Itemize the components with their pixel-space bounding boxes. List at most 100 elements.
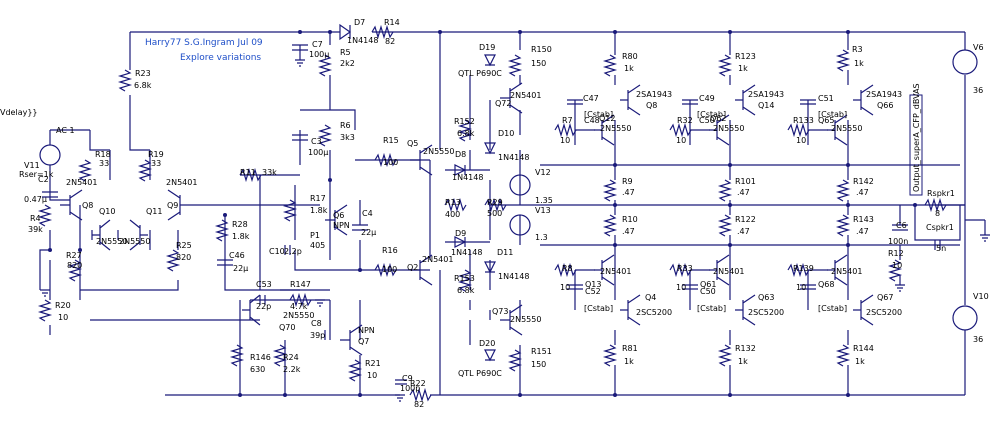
- label-qtl1: QTL P690C: [458, 69, 502, 78]
- label-q6: Q6: [333, 211, 344, 220]
- label-p1v: 405: [310, 241, 325, 250]
- label-r150: R150: [531, 45, 552, 54]
- label-r14: R14: [384, 18, 400, 27]
- label-d11t: 1N4148: [498, 272, 529, 281]
- label-q70: Q70: [279, 323, 295, 332]
- label-r6v: 3k3: [340, 133, 355, 142]
- label-r144: R144: [853, 344, 874, 353]
- label-v6v: 36: [973, 86, 983, 95]
- label-r3: R3: [852, 45, 863, 54]
- label-cstab5: [Cstab]: [818, 110, 847, 119]
- label-c3: C3: [311, 137, 322, 146]
- label-r133v: 10: [796, 136, 806, 145]
- label-r153: R153: [454, 274, 475, 283]
- label-r151: R151: [531, 347, 552, 356]
- label-r33: R33: [677, 264, 693, 273]
- label-r24v: 2.2k: [283, 365, 301, 374]
- label-r152: R152: [454, 117, 475, 126]
- subtitle-note: Explore variations: [180, 53, 261, 63]
- label-q7: Q7: [358, 337, 369, 346]
- label-c50b: C50: [700, 287, 716, 296]
- label-rspkrv: 8: [935, 209, 940, 218]
- label-q62t: 2N5550: [713, 124, 744, 133]
- label-r13: R13: [445, 198, 461, 207]
- label-q2t: 2N5401: [422, 255, 453, 264]
- label-q61t: 2N5401: [713, 267, 744, 276]
- label-c46v: 22µ: [233, 264, 248, 273]
- label-d9t: 1N4148: [451, 248, 482, 257]
- label-r17v: 1.8k: [310, 206, 328, 215]
- label-r12: R12: [888, 249, 904, 258]
- label-d11: D11: [497, 248, 513, 257]
- label-q73: Q73: [492, 307, 508, 316]
- label-q8t2: 2SA1943: [636, 90, 672, 99]
- label-q68: Q68: [818, 280, 834, 289]
- label-r18v: 33: [99, 159, 109, 168]
- label-r23: R23: [135, 69, 151, 78]
- label-c6: C6: [896, 221, 907, 230]
- label-r22: R22: [410, 379, 426, 388]
- label-r11: R11: [240, 168, 256, 177]
- label-q65: Q65: [818, 116, 834, 125]
- label-v10: V10: [973, 292, 989, 301]
- label-c53v: 22p: [256, 302, 271, 311]
- label-r146: R146: [250, 353, 271, 362]
- label-q8: Q8: [82, 201, 93, 210]
- label-r15v: 100: [383, 158, 398, 167]
- label-v135: 1.35: [535, 196, 553, 205]
- label-r153v: 6.8k: [457, 286, 475, 295]
- label-q70t: 2N5550: [283, 311, 314, 320]
- label-r33v: 10: [676, 283, 686, 292]
- output-probe-label: Output_superA_CFP_dBVAS: [912, 83, 921, 192]
- label-r27v: 820: [67, 261, 82, 270]
- label-r12v: 10: [892, 261, 902, 270]
- label-v12: V12: [535, 168, 551, 177]
- label-c52: C52: [585, 287, 601, 296]
- label-r32: R32: [677, 116, 693, 125]
- label-c7v: 100µ: [309, 50, 329, 59]
- label-r29v: 500: [487, 209, 502, 218]
- component-labels: AC 1V11Rser=1kC20.47µR439kR2010R1833R193…: [19, 18, 989, 409]
- label-c8: C8: [311, 319, 322, 328]
- label-q67: Q67: [877, 293, 893, 302]
- label-q8b: Q8: [646, 101, 657, 110]
- label-q73t: 2N5550: [510, 315, 541, 324]
- output-probe-box: [909, 94, 923, 196]
- label-r25v: 820: [176, 253, 191, 262]
- label-d19: D19: [479, 43, 495, 52]
- label-q5t: 2N5550: [423, 147, 454, 156]
- label-q63t: 2SC5200: [748, 308, 784, 317]
- label-r7v: 10: [560, 136, 570, 145]
- label-q63: Q63: [758, 293, 774, 302]
- label-r21: R21: [365, 359, 381, 368]
- label-d20: D20: [479, 339, 495, 348]
- label-r9: R9: [622, 177, 633, 186]
- label-rspkr: Rspkr1: [927, 189, 955, 198]
- label-r10: R10: [622, 215, 638, 224]
- label-d7t: 1N4148: [347, 36, 378, 45]
- label-p1: P1: [310, 231, 320, 240]
- label-r122v: .47: [737, 227, 750, 236]
- label-r139v: 10: [796, 283, 806, 292]
- label-r13v: 400: [445, 210, 460, 219]
- label-cstab3: [Cstab]: [697, 110, 726, 119]
- label-r18: R18: [95, 150, 111, 159]
- label-q2: Q2: [407, 263, 418, 272]
- label-r123v: 1k: [738, 64, 748, 73]
- label-c10: C10: [269, 247, 285, 256]
- label-r8: R8: [562, 264, 573, 273]
- label-q8t: 2N5401: [66, 178, 97, 187]
- label-d10: D10: [498, 129, 514, 138]
- label-q4: Q4: [645, 293, 656, 302]
- label-q72: Q72: [495, 99, 511, 108]
- label-q13: Q13: [585, 280, 601, 289]
- label-d10t: 1N4148: [498, 153, 529, 162]
- wires: [39, 31, 986, 396]
- label-c4: C4: [362, 209, 373, 218]
- label-r80: R80: [622, 52, 638, 61]
- label-q13t: 2N5401: [600, 267, 631, 276]
- label-r16v: 100: [382, 265, 397, 274]
- author-note: Harry77 S.G.Ingram Jul 09: [145, 38, 263, 48]
- label-q4t: 2SC5200: [636, 308, 672, 317]
- label-r15: R15: [383, 136, 399, 145]
